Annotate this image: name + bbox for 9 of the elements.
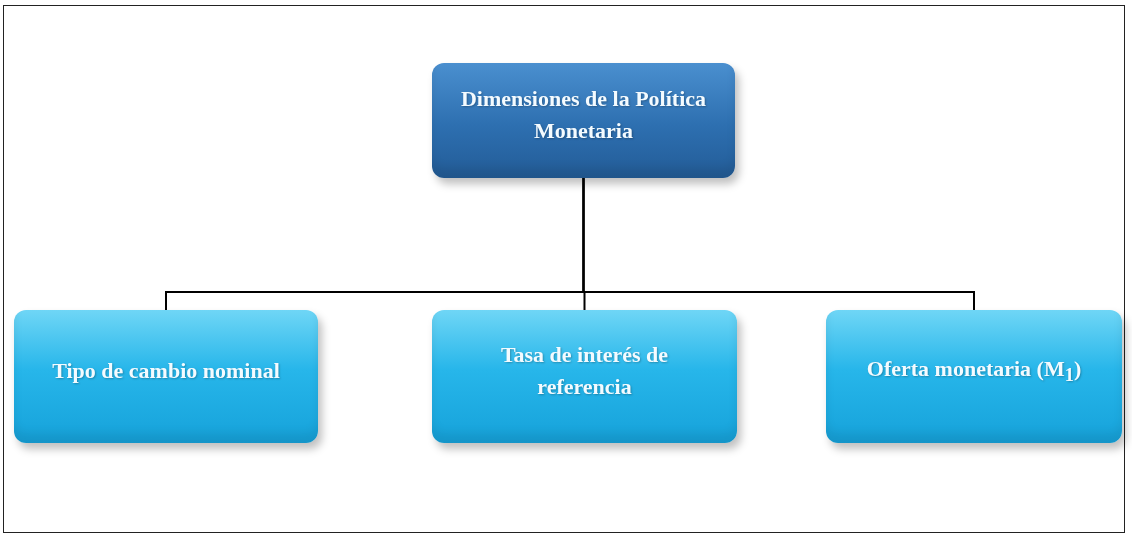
connector-line bbox=[582, 177, 975, 311]
category-box bbox=[14, 310, 318, 443]
box-label: Dimensiones de la Política Monetaria bbox=[459, 84, 707, 145]
box-label: Oferta monetaria (M$_{1}$) bbox=[866, 354, 1082, 387]
box-label: Tipo de cambio nominal bbox=[52, 356, 280, 385]
box-label: Tasa de interés de referencia bbox=[499, 340, 670, 401]
root-box bbox=[432, 63, 735, 178]
category-box bbox=[826, 310, 1122, 443]
category-box bbox=[432, 310, 737, 443]
